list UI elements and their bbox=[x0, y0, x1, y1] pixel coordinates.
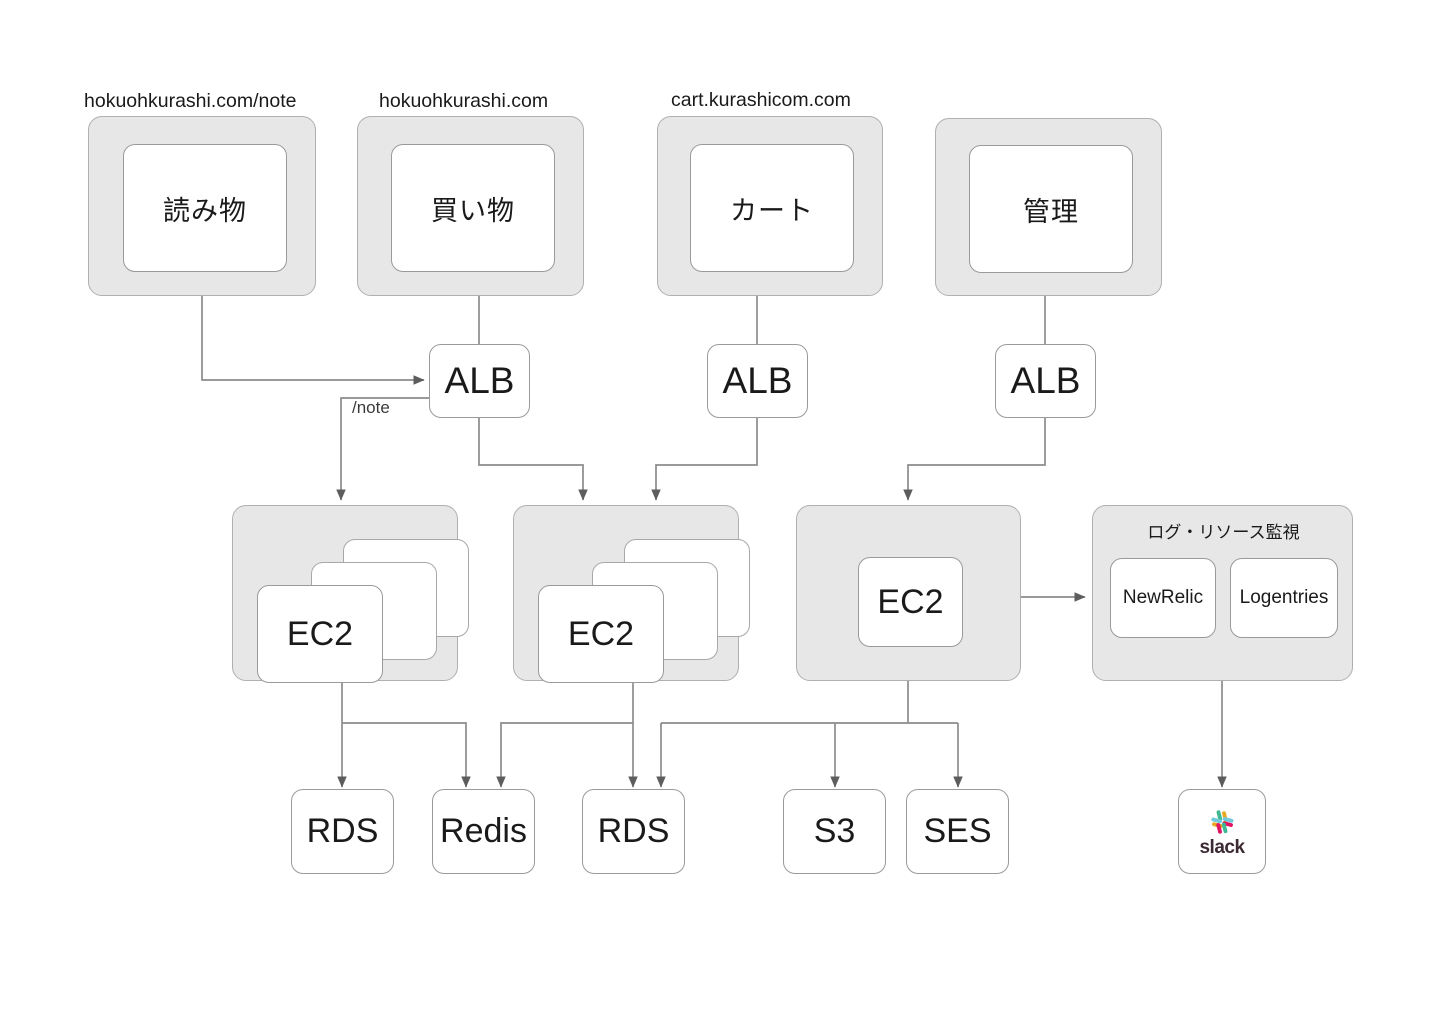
datastore-ses[interactable]: SES bbox=[906, 789, 1009, 874]
frontend-card-yomimono[interactable]: 読み物 bbox=[123, 144, 287, 272]
domain-label-kaimono: hokuohkurashi.com bbox=[379, 90, 549, 112]
alb-web[interactable]: ALB bbox=[429, 344, 530, 418]
note-route-label: /note bbox=[352, 398, 390, 417]
wire-alb1-to-ec2web bbox=[478, 417, 588, 501]
monitoring-group-title: ログ・リソース監視 bbox=[1147, 523, 1300, 542]
frontend-group-cart[interactable]: カート bbox=[657, 116, 883, 296]
frontend-card-kaimono[interactable]: 買い物 bbox=[391, 144, 555, 272]
slack-hash-icon bbox=[1211, 809, 1234, 834]
wire-note-to-alb1 bbox=[201, 296, 425, 385]
datastore-redis[interactable]: Redis bbox=[432, 789, 535, 874]
frontend-card-kanri[interactable]: 管理 bbox=[969, 145, 1133, 273]
compute-group-ec2-note[interactable]: EC2 bbox=[232, 505, 469, 683]
monitoring-group[interactable]: ログ・リソース監視 NewRelic Logentries bbox=[1092, 505, 1353, 681]
monitoring-card-logentries[interactable]: Logentries bbox=[1230, 558, 1338, 638]
slack-wordmark: slack bbox=[1199, 836, 1245, 858]
domain-label-yomimono: hokuohkurashi.com/note bbox=[84, 90, 297, 112]
monitoring-card-newrelic[interactable]: NewRelic bbox=[1110, 558, 1216, 638]
ec2-card-admin[interactable]: EC2 bbox=[858, 557, 963, 647]
wire-ec2web-to-redis bbox=[496, 722, 633, 788]
alb-cart[interactable]: ALB bbox=[707, 344, 808, 418]
datastore-s3[interactable]: S3 bbox=[783, 789, 886, 874]
datastore-rds-web[interactable]: RDS bbox=[582, 789, 685, 874]
ec2-card-note[interactable]: EC2 bbox=[257, 585, 383, 683]
wire-alb2-to-ec2web bbox=[651, 418, 758, 501]
wire-alb3-to-ec2admin bbox=[903, 418, 1046, 501]
wire-ec2note-to-redis bbox=[342, 722, 471, 788]
datastore-rds-note[interactable]: RDS bbox=[291, 789, 394, 874]
frontend-group-kanri[interactable]: 管理 bbox=[935, 118, 1162, 296]
domain-label-cart: cart.kurashicom.com bbox=[671, 89, 851, 111]
alb-admin[interactable]: ALB bbox=[995, 344, 1096, 418]
compute-group-ec2-web[interactable]: EC2 bbox=[513, 505, 750, 683]
frontend-card-cart[interactable]: カート bbox=[690, 144, 854, 272]
frontend-group-yomimono[interactable]: 読み物 bbox=[88, 116, 316, 296]
frontend-group-kaimono[interactable]: 買い物 bbox=[357, 116, 584, 296]
notification-slack[interactable]: slack bbox=[1178, 789, 1266, 874]
ec2-card-web[interactable]: EC2 bbox=[538, 585, 664, 683]
compute-group-ec2-admin[interactable]: EC2 bbox=[796, 505, 1021, 681]
